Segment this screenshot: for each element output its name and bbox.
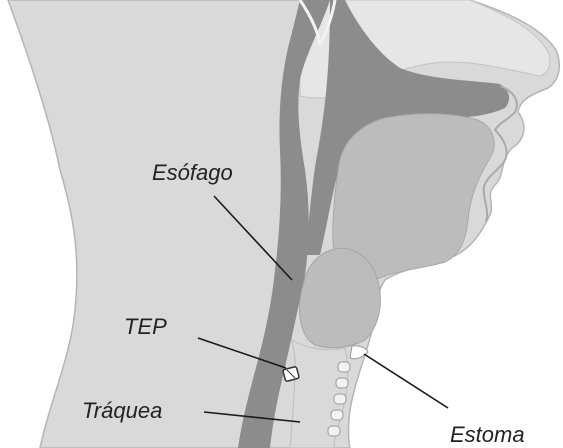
tep-prosthesis-icon	[283, 366, 300, 381]
label-tep: TEP	[124, 314, 167, 339]
leader-stoma	[364, 354, 448, 408]
label-stoma: Estoma	[450, 422, 525, 447]
label-trachea: Tráquea	[82, 398, 162, 423]
label-esophagus: Esófago	[152, 160, 233, 185]
